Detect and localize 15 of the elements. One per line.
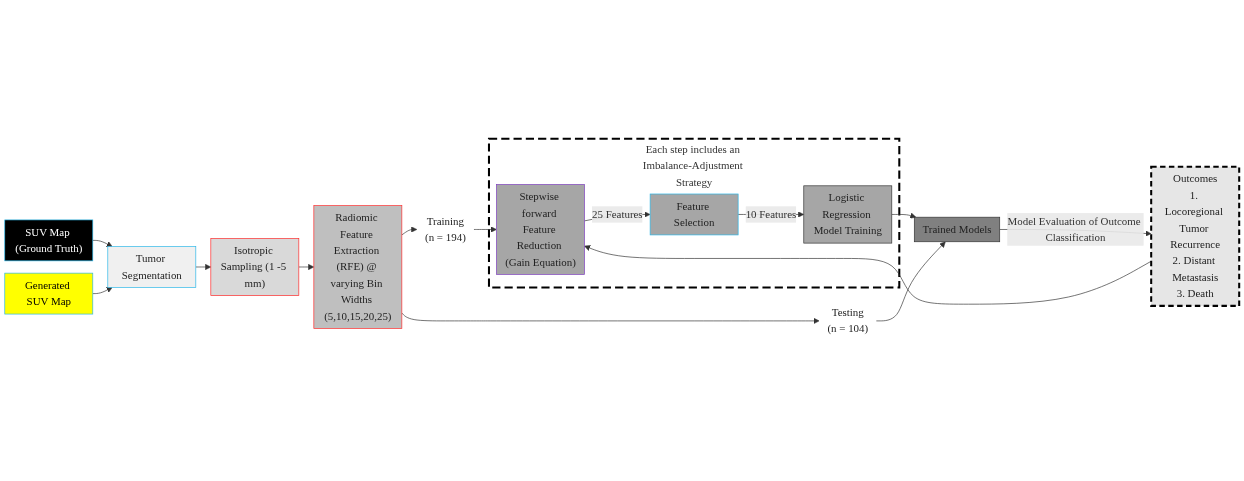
node-text: Testing (n = 104)	[827, 307, 869, 335]
node-box: Stepwise forward Feature Reduction (Gain Equation)	[496, 184, 585, 276]
node-box: Isotropic Sampling (1 -5 mm)	[210, 238, 300, 297]
node-box: Tumor Segmentation	[107, 246, 197, 289]
edge-label: Model Evaluation of Outcome Classification	[1007, 215, 1141, 244]
node-box: Generated SUV Map	[4, 273, 94, 315]
edge-label: 10 Features	[745, 208, 797, 221]
node-box: Radiomic Feature Extraction (RFE) @ varying Bin Widths (5,10,15,20,25)	[313, 205, 403, 330]
node-box: SUV Map (Ground Truth)	[4, 220, 94, 262]
node-box: Feature Selection	[649, 194, 739, 236]
node-box: Trained Models	[914, 217, 1001, 243]
node-box: Logistic Regression Model Training	[803, 185, 893, 244]
node-text: Training (n = 194)	[425, 215, 466, 244]
node-box: Outcomes 1. Locoregional Tumor Recurrence 2. Distant Metastasis 3. Death	[1150, 166, 1241, 308]
edge-label: 25 Features	[592, 208, 643, 221]
